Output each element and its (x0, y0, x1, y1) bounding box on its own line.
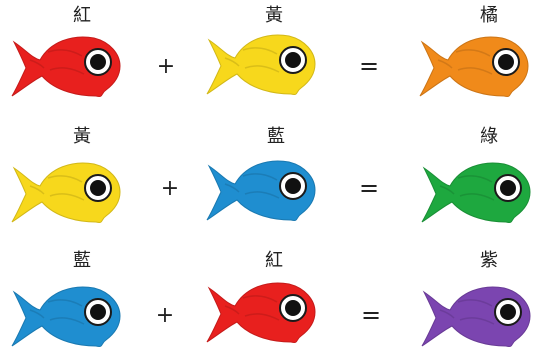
label-row2-middle: 藍 (246, 127, 306, 147)
fish-blue-row3-left (10, 280, 122, 350)
fish-red-row1-left (10, 30, 122, 100)
fish-eye-pupil (90, 304, 106, 320)
fish-blue-row2-middle (205, 154, 317, 224)
label-row1-middle: 黃 (244, 6, 304, 26)
fish-eye-pupil (285, 300, 301, 316)
label-row1-result: 橘 (459, 6, 519, 26)
equals-sign-row3: = (356, 303, 386, 327)
label-row2-left: 黃 (52, 127, 112, 147)
fish-red-row3-middle (205, 276, 317, 346)
label-row3-result: 紫 (459, 251, 519, 271)
fish-eye-pupil (498, 54, 514, 70)
fish-green-row2-result (420, 156, 532, 226)
fish-eye-pupil (90, 180, 106, 196)
fish-yellow-row2-left (10, 156, 122, 226)
fish-eye-pupil (500, 304, 516, 320)
equals-sign-row2: = (354, 176, 384, 200)
equals-sign-row1: = (354, 54, 384, 78)
plus-sign-row1: + (151, 56, 181, 78)
fish-eye-pupil (285, 52, 301, 68)
plus-sign-row2: + (155, 178, 185, 200)
fish-eye-pupil (500, 180, 516, 196)
label-row2-result: 綠 (459, 127, 519, 147)
label-row3-middle: 紅 (244, 251, 304, 271)
plus-sign-row3: + (150, 305, 180, 327)
fish-yellow-row1-middle (205, 28, 317, 98)
fish-eye-pupil (90, 54, 106, 70)
fish-eye-pupil (285, 178, 301, 194)
label-row1-left: 紅 (52, 6, 112, 26)
fish-orange-row1-result (418, 30, 530, 100)
fish-purple-row3-result (420, 280, 532, 350)
label-row3-left: 藍 (52, 251, 112, 271)
